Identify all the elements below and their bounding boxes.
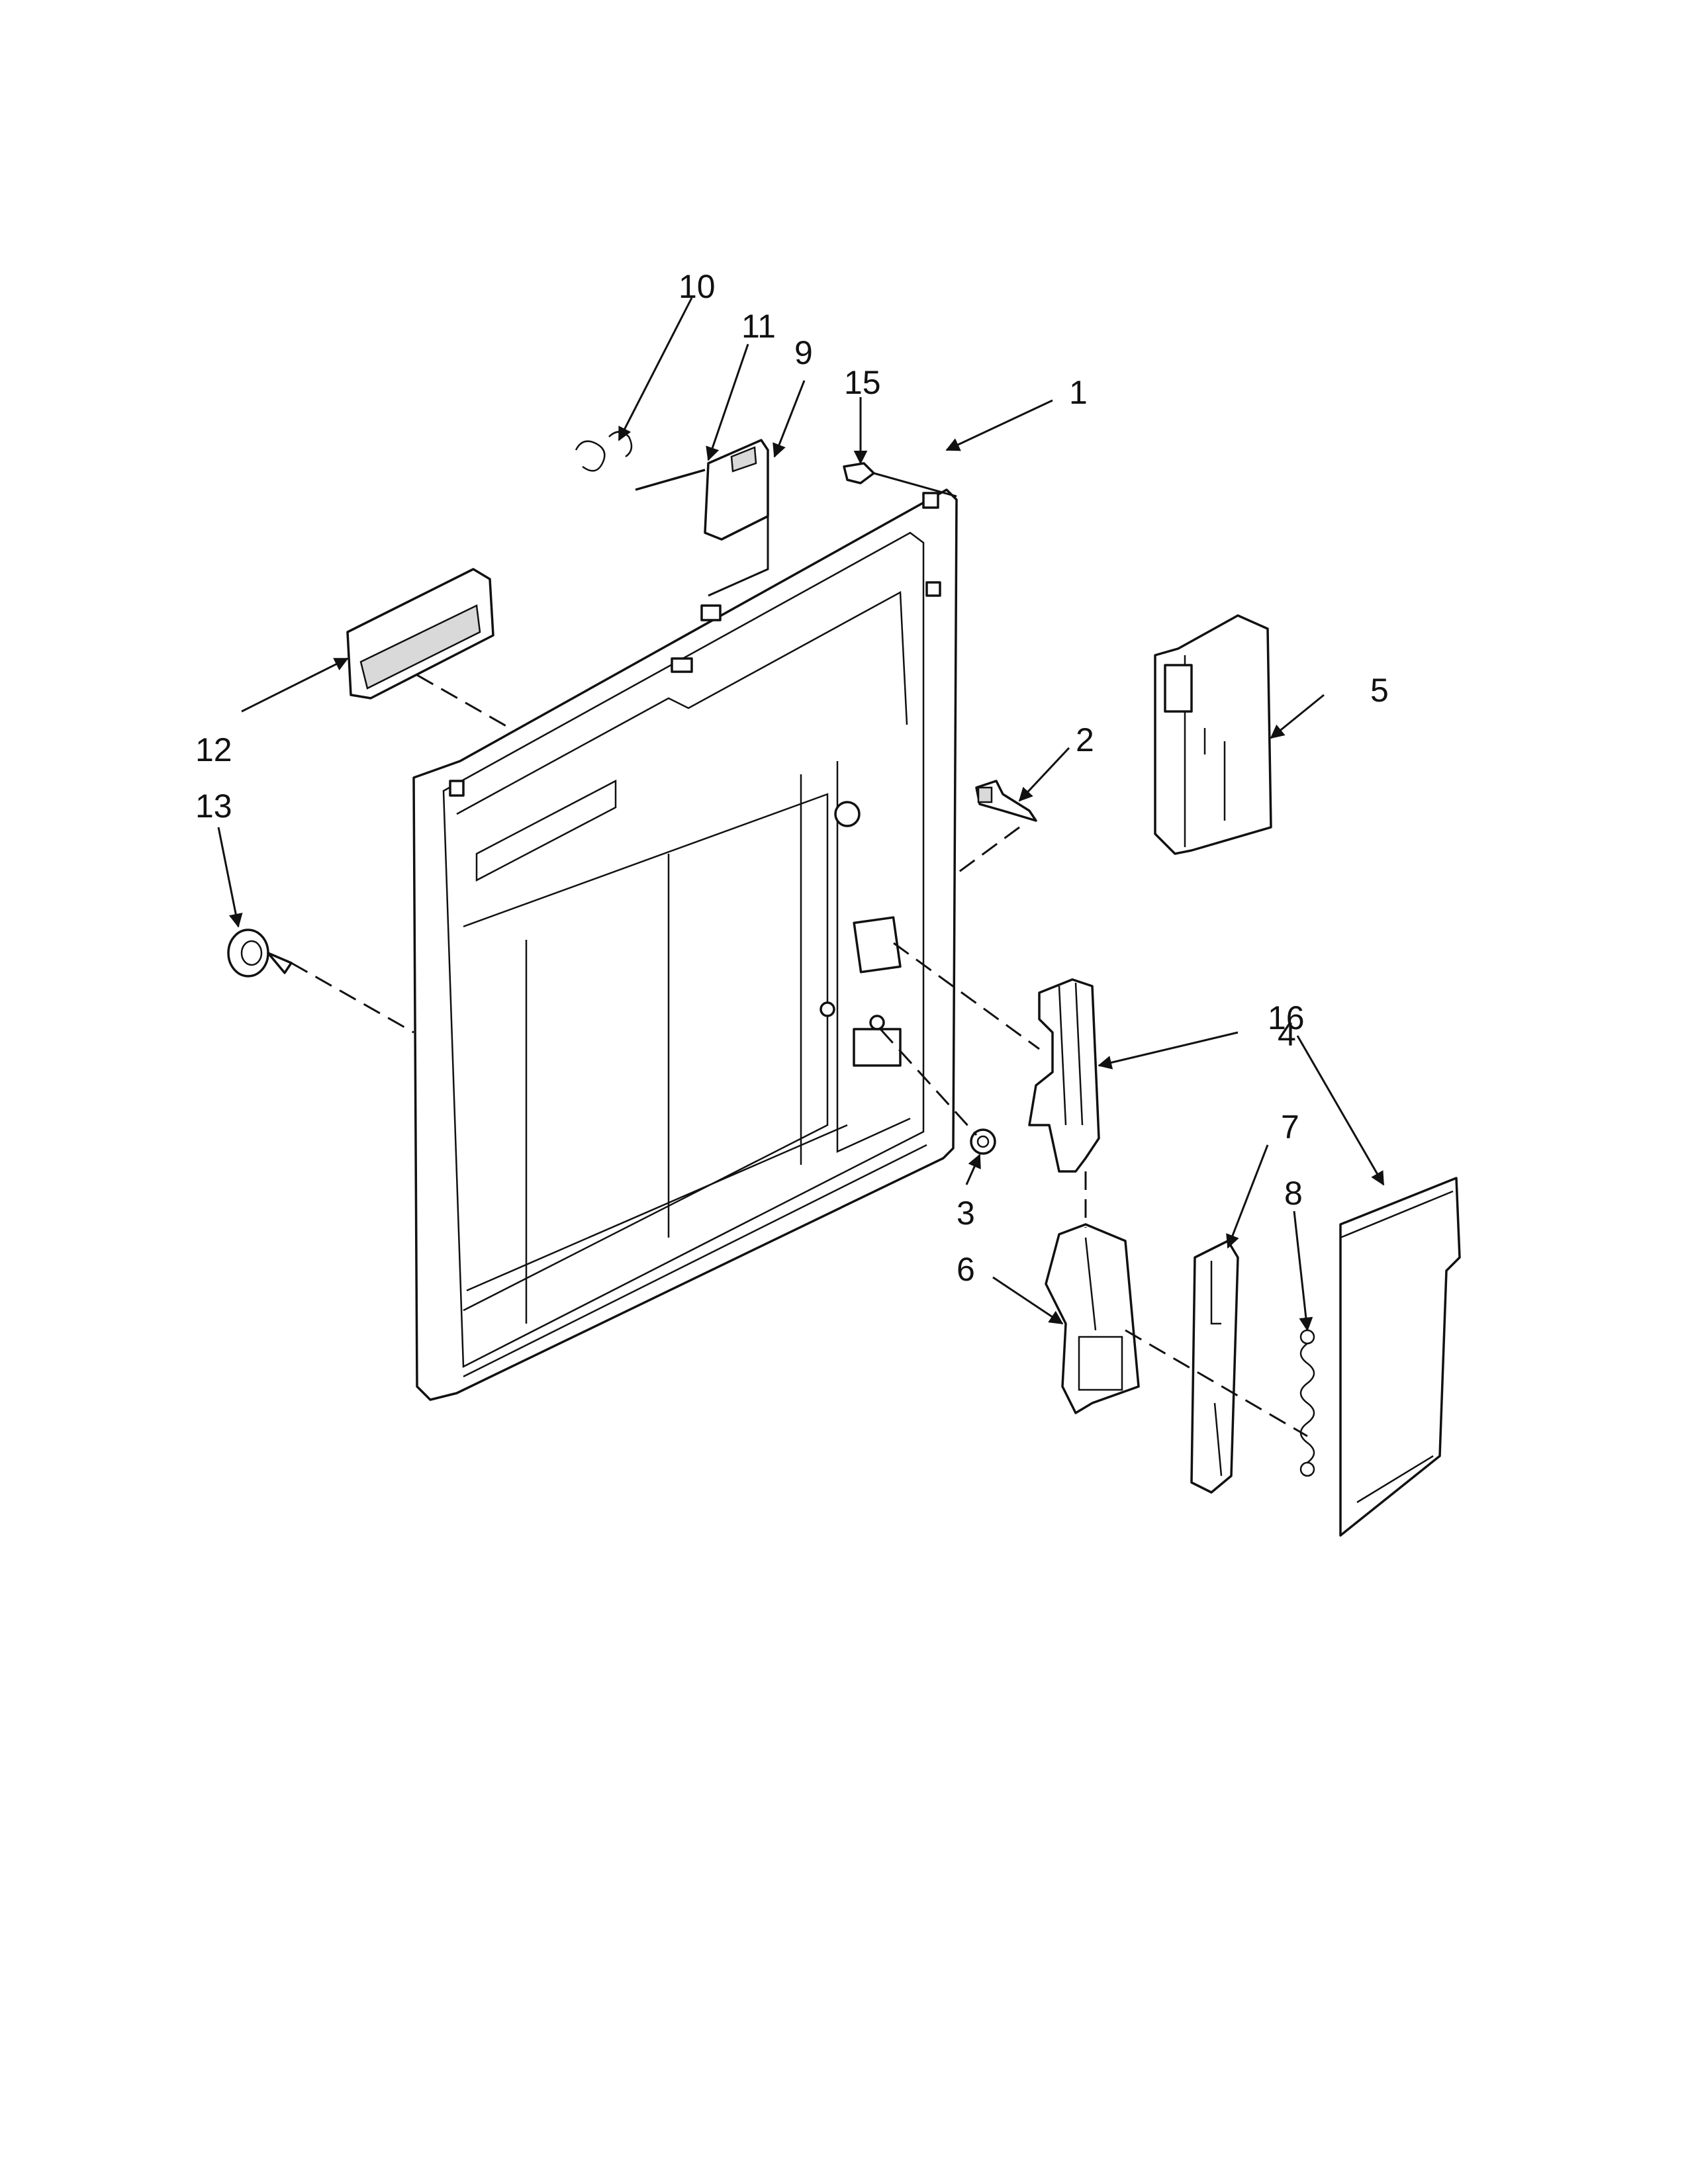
callout-12: 12: [195, 731, 232, 768]
spring-part: [1299, 1329, 1315, 1477]
assembly-lines: [291, 472, 1308, 1437]
panel-cover-part: [1339, 1177, 1461, 1537]
callout-3: 3: [957, 1195, 975, 1232]
callout-10: 10: [679, 268, 716, 305]
callout-7: 7: [1281, 1109, 1299, 1146]
callout-15: 15: [844, 364, 881, 401]
leader-arrows: [217, 297, 1385, 1332]
small-spring-part: [575, 431, 633, 472]
cover-part: [704, 439, 769, 541]
callout-16: 16: [1268, 999, 1305, 1036]
handle-part: [346, 568, 494, 700]
screw-part: [843, 462, 875, 484]
latch-lower-part: [1045, 1223, 1140, 1414]
slide-bar-part: [1190, 1240, 1239, 1494]
rod-part: [635, 469, 706, 491]
callout-2: 2: [1076, 721, 1094, 758]
callout-9: 9: [794, 334, 813, 371]
callout-8: 8: [1284, 1175, 1303, 1212]
callout-4: 4: [1278, 1016, 1296, 1053]
callout-1: 1: [1069, 374, 1088, 411]
callout-6: 6: [957, 1251, 975, 1288]
callout-5: 5: [1370, 672, 1389, 709]
nut-part: [970, 1128, 996, 1155]
callout-labels: 1 2 3 4 5 6 7 8 9 10 11 12 13 15 16: [195, 268, 1389, 1288]
inner-door-panel: [412, 488, 958, 1401]
callout-13: 13: [195, 788, 232, 825]
latch-upper-part: [1028, 978, 1100, 1173]
knob-part: [227, 929, 293, 978]
latch-housing-part: [1154, 614, 1272, 855]
hinge-pin-part: [975, 780, 1037, 822]
callout-11: 11: [741, 308, 776, 345]
